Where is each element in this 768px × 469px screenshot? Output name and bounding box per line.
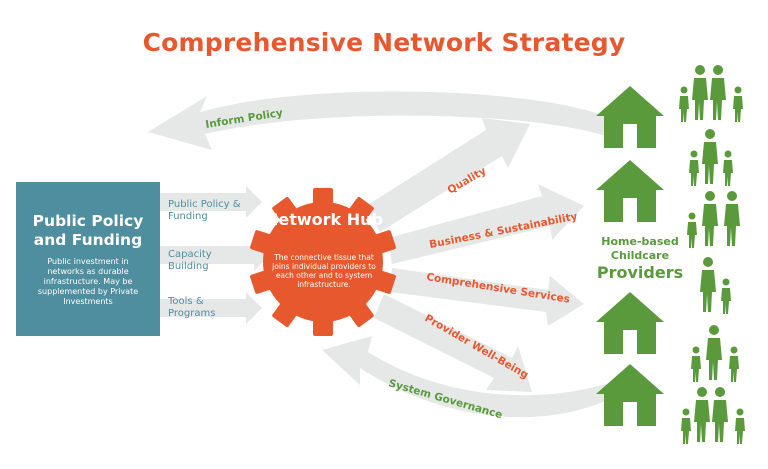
input-label-tools-programs: Tools & Programs: [168, 296, 216, 319]
input-label-capacity-building: Capacity Building: [168, 249, 212, 272]
family-icon: [681, 387, 745, 444]
input-arrow-2: [160, 239, 270, 271]
input-arrow-1: [160, 186, 262, 218]
inform-policy-arrow: [148, 91, 612, 150]
output-arrow-business: [388, 184, 584, 264]
output-arrow-wellbeing: [374, 294, 532, 392]
output-arrow-quality: [366, 118, 530, 232]
family-icon: [679, 65, 743, 122]
gear-icon: [250, 188, 396, 336]
house-icon: [596, 160, 664, 222]
providers-label: Home-based Childcare Providers: [580, 235, 700, 283]
family-icon: [689, 129, 733, 186]
system-governance-arrow: [322, 336, 612, 418]
providers-line-3: Providers: [596, 263, 684, 282]
family-icon: [700, 257, 731, 314]
providers-line-2: Childcare: [610, 249, 670, 262]
hub-title: Network Hub: [265, 210, 383, 229]
input-arrow-3: [160, 292, 262, 324]
house-icon: [596, 86, 664, 148]
input-label-policy-funding: Public Policy & Funding: [168, 199, 241, 222]
public-policy-box: Public Policy and Funding Public investm…: [16, 182, 160, 336]
policy-box-description: Public investment in networks as durable…: [37, 257, 139, 306]
family-icon: [691, 325, 739, 382]
policy-box-title: Public Policy and Funding: [32, 212, 144, 249]
house-icon: [596, 292, 664, 354]
output-arrow-services: [390, 268, 584, 326]
hub-description: The connective tissue that joins individ…: [272, 253, 376, 289]
page-title: Comprehensive Network Strategy: [142, 28, 626, 57]
house-icon: [596, 364, 664, 426]
providers-line-1: Home-based: [601, 235, 679, 248]
